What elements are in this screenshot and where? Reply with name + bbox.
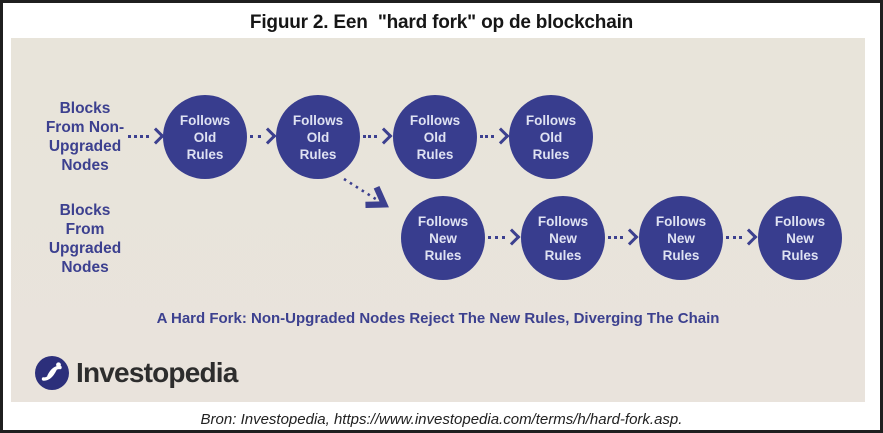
arrow-chevron-icon: [259, 127, 277, 145]
arrow-chevron-icon: [740, 228, 758, 246]
arrow-dots: [608, 235, 623, 239]
investopedia-logo-icon: [35, 356, 69, 390]
node-new-rules: Follows New Rules: [521, 196, 605, 280]
investopedia-logo-text: Investopedia: [76, 357, 238, 388]
node-old-rules: Follows Old Rules: [393, 95, 477, 179]
arrow-dots: [250, 134, 261, 138]
dotted-arrow-icon: [726, 228, 758, 246]
arrow-chevron-icon: [375, 127, 393, 145]
arrow-chevron-icon: [147, 127, 165, 145]
dotted-arrow-icon: [608, 228, 639, 246]
node-old-rules: Follows Old Rules: [276, 95, 360, 179]
figure-title: Figuur 2. Een "hard fork" op de blockcha…: [249, 12, 634, 33]
node-old-rules: Follows Old Rules: [163, 95, 247, 179]
node-new-rules: Follows New Rules: [401, 196, 485, 280]
arrow-chevron-icon: [503, 228, 521, 246]
arrow-dots: [128, 134, 149, 138]
dotted-arrow-icon: [363, 127, 393, 145]
dotted-arrow-icon: [488, 228, 521, 246]
arrow-chevron-icon: [492, 127, 510, 145]
row-label-non-upgraded: Blocks From Non- Upgraded Nodes: [45, 100, 125, 174]
arrow-dots: [726, 235, 742, 239]
dotted-arrow-icon: [480, 127, 510, 145]
source-note: Bron: Investopedia, https://www.investop…: [200, 411, 683, 428]
diagram-panel: Blocks From Non- Upgraded Nodes Follows …: [11, 38, 865, 402]
arrow-dots: [363, 134, 377, 138]
investopedia-logo: Investopedia: [35, 356, 238, 390]
arrow-chevron-icon: [621, 228, 639, 246]
row-label-upgraded: Blocks From Upgraded Nodes: [48, 202, 122, 276]
arrow-dots: [488, 235, 505, 239]
node-new-rules: Follows New Rules: [639, 196, 723, 280]
dotted-arrow-icon: [128, 127, 165, 145]
diagram-caption: A Hard Fork: Non-Upgraded Nodes Reject T…: [156, 310, 720, 327]
dotted-arrow-icon: [250, 127, 277, 145]
node-new-rules: Follows New Rules: [758, 196, 842, 280]
arrow-dots: [480, 134, 494, 138]
node-old-rules: Follows Old Rules: [509, 95, 593, 179]
